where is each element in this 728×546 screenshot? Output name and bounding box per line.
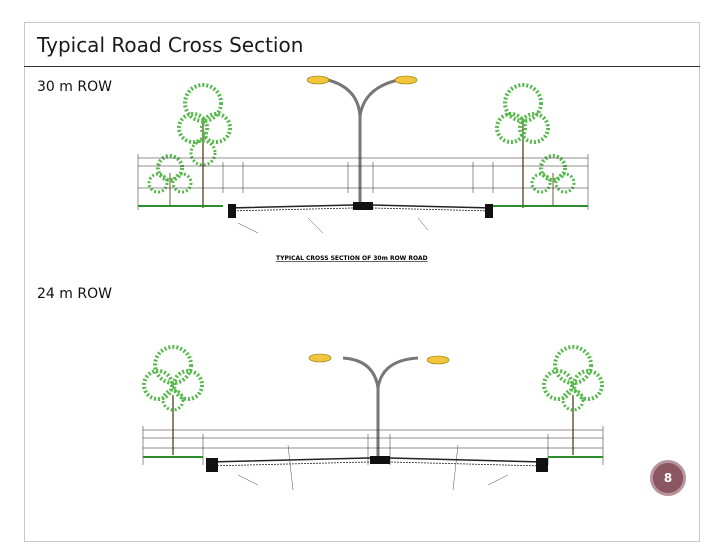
slide-title: Typical Road Cross Section (37, 33, 304, 57)
tree-right-short (530, 154, 576, 206)
tree-left-tall (177, 83, 232, 208)
cross-section-24m-drawing (142, 345, 604, 491)
dimension-lines (137, 154, 589, 210)
cross-section-30m-caption: TYPICAL CROSS SECTION OF 30m ROW ROAD (276, 255, 428, 262)
tree-right-tall (495, 83, 550, 208)
tree-right (542, 345, 604, 455)
annotations (237, 217, 429, 234)
section-label-30m: 30 m ROW (37, 79, 112, 95)
cross-section-30m-drawing: TYPICAL CROSS SECTION OF 30m ROW ROAD (137, 75, 589, 262)
tree-left (142, 345, 204, 455)
tree-left-short (147, 154, 193, 206)
street-light (308, 353, 450, 460)
street-light (306, 75, 418, 208)
slide-frame (24, 22, 700, 542)
annotations (237, 444, 509, 491)
dimension-lines (142, 426, 604, 465)
road-profile (143, 456, 603, 472)
title-divider (24, 66, 700, 67)
road-profile (138, 202, 588, 218)
page-number-badge: 8 (650, 460, 686, 496)
section-label-24m: 24 m ROW (37, 286, 112, 302)
